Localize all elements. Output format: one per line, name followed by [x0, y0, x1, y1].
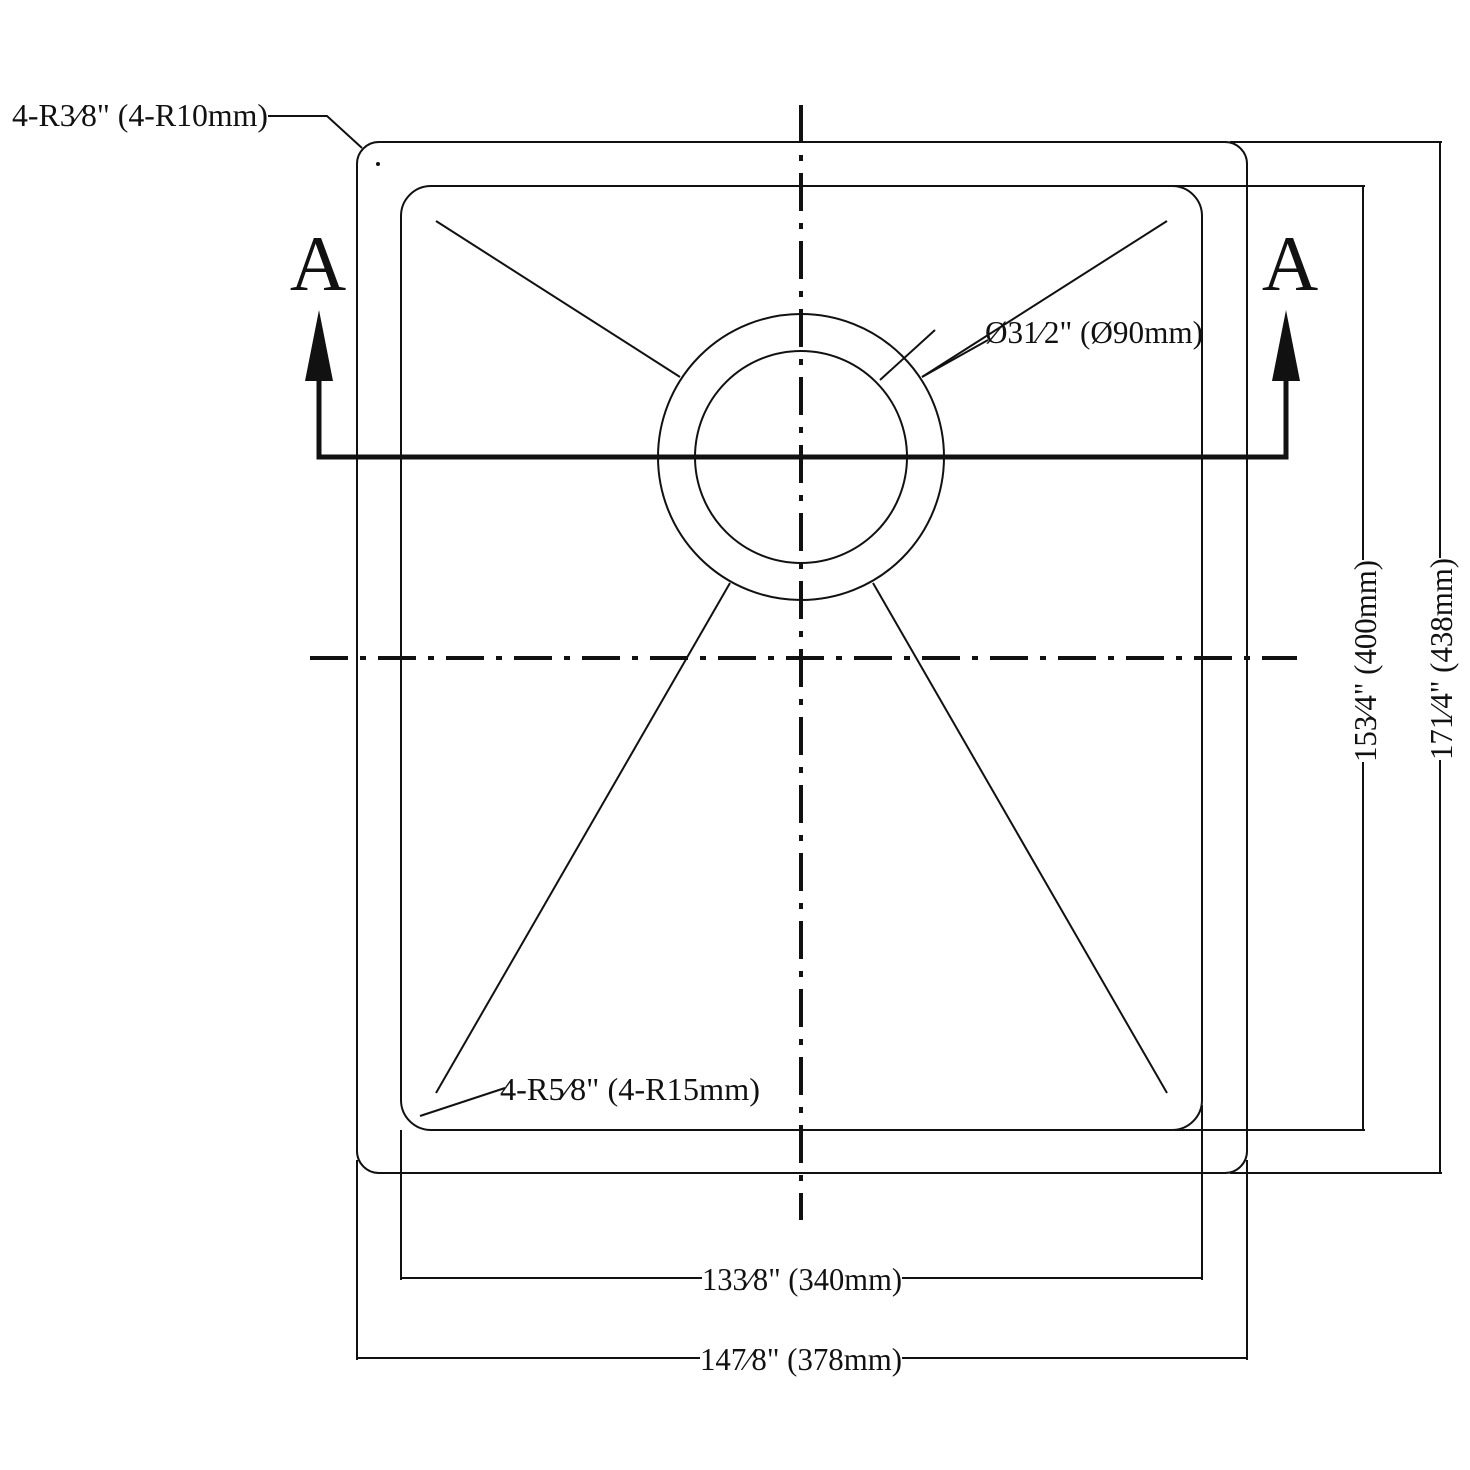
slope-line-top-left	[435, 220, 681, 378]
outer-width-label: 147⁄8" (378mm)	[700, 1341, 902, 1377]
drain-leader-2	[921, 339, 989, 378]
section-label-left: A	[290, 220, 346, 307]
drain-diameter-label: Ø31⁄2" (Ø90mm)	[985, 314, 1203, 350]
drain-leader-1	[879, 329, 936, 381]
slope-line-top-right	[921, 220, 1168, 378]
inner-radius-leader	[419, 1087, 506, 1117]
slope-line-bottom-left	[435, 582, 731, 1094]
inner-width-label: 133⁄8" (340mm)	[702, 1261, 902, 1297]
inner-length-label: 153⁄4" (400mm)	[1347, 560, 1383, 762]
section-label-right: A	[1262, 220, 1318, 307]
inner-corner-radius-label: 4-R5⁄8" (4-R15mm)	[500, 1071, 760, 1107]
section-arrow-left	[305, 310, 333, 381]
corner-dot	[376, 162, 380, 166]
slope-line-bottom-right	[872, 582, 1168, 1094]
outer-radius-leader	[268, 115, 363, 149]
section-arrow-right	[1272, 310, 1300, 381]
outer-corner-radius-label: 4-R3⁄8" (4-R10mm)	[12, 97, 268, 133]
section-line	[316, 380, 1289, 460]
outer-length-label: 171⁄4" (438mm)	[1423, 558, 1459, 760]
